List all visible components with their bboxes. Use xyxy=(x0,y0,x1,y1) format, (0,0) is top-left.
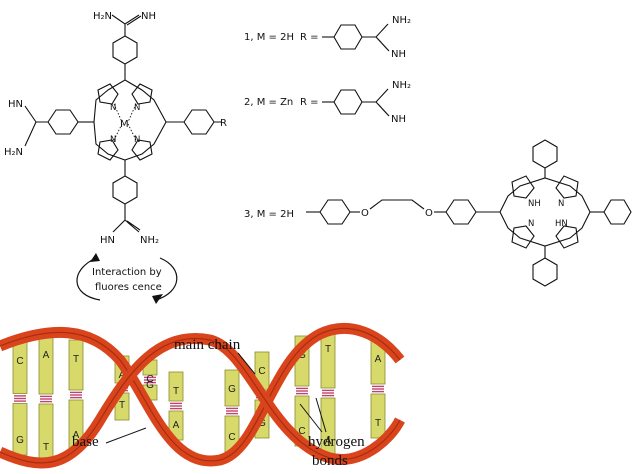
base-letter-upper: C xyxy=(16,356,23,367)
base-letter-upper: G xyxy=(228,384,236,395)
base-letter-lower: C xyxy=(298,426,305,437)
compound-2-label: 2, M = Zn xyxy=(244,97,293,108)
interaction-label-line2: fluores cence xyxy=(95,282,162,293)
top-amidine-nh2: H₂N xyxy=(93,11,112,22)
compound-2-r-eq: R = xyxy=(300,97,319,108)
base-letter-lower: G xyxy=(146,380,154,391)
base-pair: CG xyxy=(12,341,28,456)
pyrrole-n-2: N xyxy=(134,103,140,113)
top-amidine-group: H₂N NH xyxy=(93,11,156,36)
base-letter-lower: A xyxy=(325,436,332,447)
tpp-n-2: N xyxy=(528,219,534,229)
left-phenyl-ring xyxy=(47,109,79,135)
compound-2: 2, M = Zn R = NH₂ NH xyxy=(244,80,411,125)
compound-1: 1, M = 2H R = NH₂ NH xyxy=(244,15,411,60)
compound-1-nh: NH xyxy=(391,49,406,60)
base-pair: AT xyxy=(38,335,54,463)
base-lower xyxy=(12,403,28,456)
base-letter-lower: A xyxy=(73,430,80,441)
bottom-amidine-hn: HN xyxy=(100,235,115,246)
metal-center-label: M xyxy=(120,119,129,130)
bottom-amidine-group: HN NH₂ xyxy=(100,204,159,246)
linker-oxygen-2: O xyxy=(425,208,433,219)
base-letter-upper: A xyxy=(43,350,50,361)
arrow-down-icon xyxy=(152,294,163,304)
compound-3: 3, M = 2H O O NH N N HN xyxy=(244,139,632,287)
tpp-core: NH N N HN xyxy=(499,175,591,249)
interaction-label-line1: Interaction by xyxy=(92,267,162,278)
base-letter-upper: C xyxy=(258,366,265,377)
base-upper xyxy=(320,329,336,389)
base-letter-upper: A xyxy=(119,370,126,381)
tpp-top-phenyl xyxy=(532,139,558,169)
left-amidine-hn: HN xyxy=(8,99,23,110)
label-bonds: bonds xyxy=(312,453,348,469)
pyrrole-n-3: N xyxy=(110,135,116,145)
base-pair: TA xyxy=(168,371,184,441)
base-letter-upper: C xyxy=(146,374,153,385)
arrow-up-icon xyxy=(90,253,100,262)
top-amidine-nh: NH xyxy=(141,11,156,22)
compound-2-nh: NH xyxy=(391,114,406,125)
base-pair: GC xyxy=(224,369,240,453)
base-letter-lower: T xyxy=(119,400,125,411)
base-letter-lower: G xyxy=(258,418,266,429)
base-letter-upper: T xyxy=(73,354,79,365)
porphyrin-main: H₂N NH HN H₂N R N xyxy=(4,11,227,246)
base-upper xyxy=(224,369,240,407)
label-hydrogen: hydrogen xyxy=(308,434,365,450)
tpp-right-phenyl xyxy=(603,199,632,225)
base-upper xyxy=(168,371,184,402)
compound-1-nh2: NH₂ xyxy=(392,15,411,26)
base-pair: AT xyxy=(370,339,386,439)
linker-oxygen-1: O xyxy=(361,208,369,219)
base-upper xyxy=(68,339,84,391)
porphyrin-core: N N N N M xyxy=(93,79,167,161)
compound-3-label: 3, M = 2H xyxy=(244,209,294,220)
compound-2-nh2: NH₂ xyxy=(392,80,411,91)
label-base: base xyxy=(72,434,99,450)
base-letter-lower: C xyxy=(228,432,235,443)
top-phenyl-ring xyxy=(112,35,138,65)
tpp-bottom-phenyl xyxy=(532,257,558,287)
right-phenyl-ring xyxy=(183,109,215,135)
pyrrole-n-4: N xyxy=(134,135,140,145)
bottom-phenyl-ring xyxy=(112,175,138,205)
base-letter-lower: G xyxy=(16,435,24,446)
base-letter-upper: T xyxy=(325,344,331,355)
base-lower xyxy=(370,393,386,439)
base-letter-upper: G xyxy=(298,350,306,361)
left-amidine-group: HN H₂N xyxy=(4,99,48,158)
base-pair: TA xyxy=(68,339,84,451)
pyrrole-n-1: N xyxy=(110,103,116,113)
tpp-hn: HN xyxy=(555,219,568,229)
base-upper xyxy=(38,335,54,395)
bottom-amidine-nh2: NH₂ xyxy=(140,235,159,246)
interaction-cycle: Interaction by fluores cence xyxy=(76,253,178,304)
tpp-n-1: N xyxy=(558,199,564,209)
base-upper xyxy=(12,341,28,394)
r-group-label: R xyxy=(220,118,227,129)
left-amidine-h2n: H₂N xyxy=(4,147,23,158)
base-lower xyxy=(38,403,54,463)
compound-1-label: 1, M = 2H xyxy=(244,32,294,43)
base-letter-upper: A xyxy=(375,354,382,365)
base-letter-upper: T xyxy=(173,386,179,397)
compound-1-r-eq: R = xyxy=(300,32,319,43)
base-letter-lower: T xyxy=(43,442,49,453)
label-main-chain: main chain xyxy=(174,337,241,353)
base-letter-lower: A xyxy=(173,420,180,431)
base-letter-lower: T xyxy=(375,418,381,429)
tpp-nh-1: NH xyxy=(528,199,541,209)
